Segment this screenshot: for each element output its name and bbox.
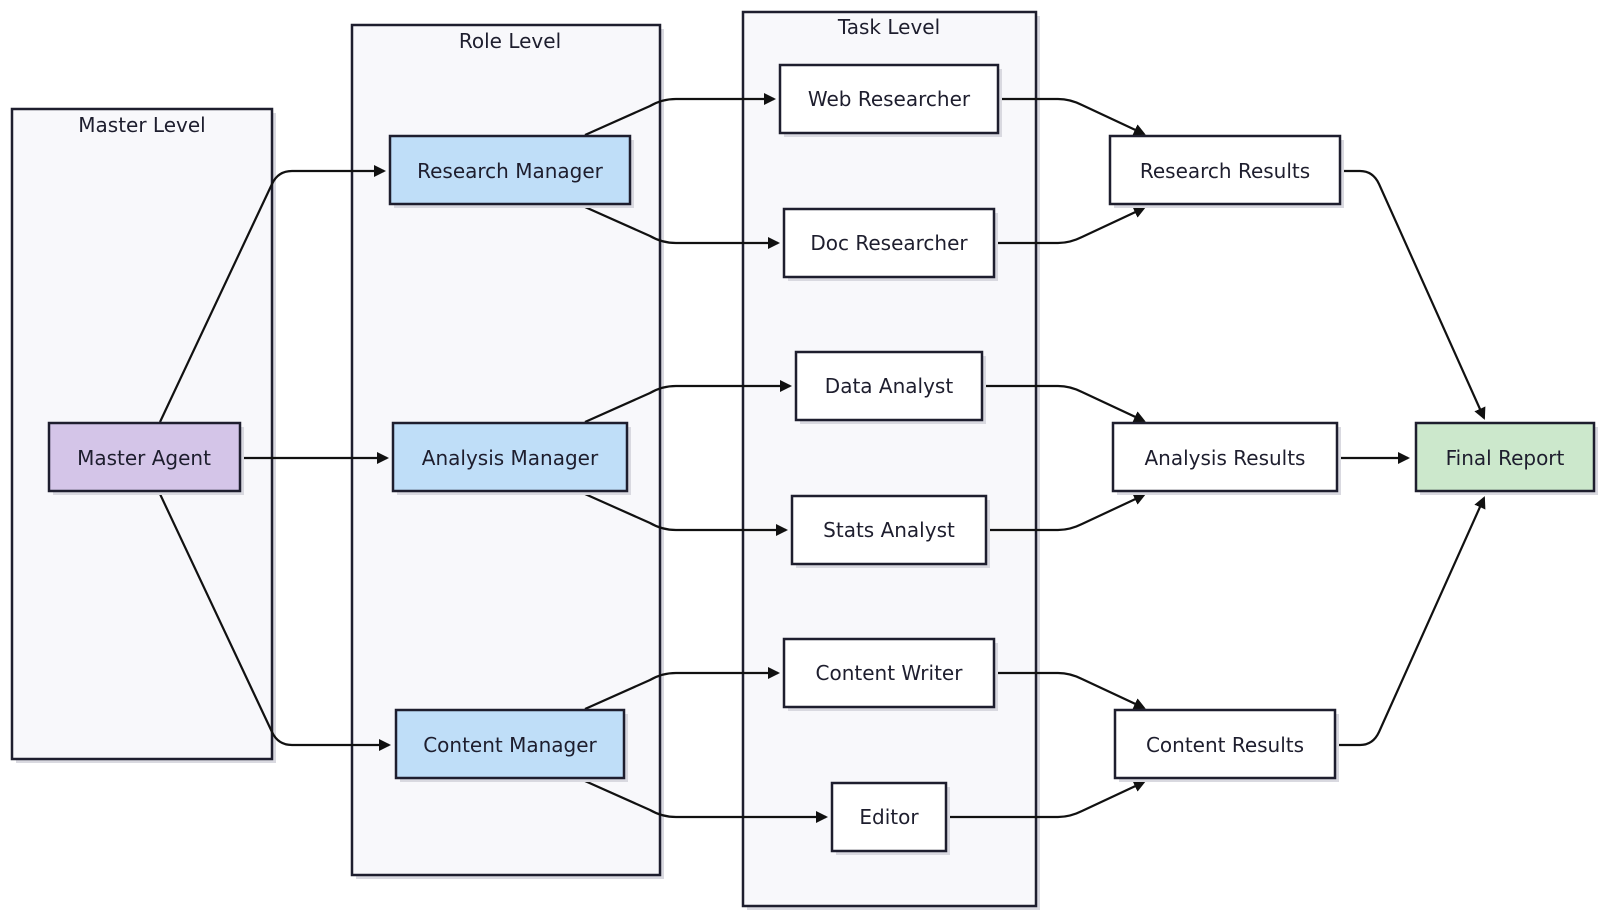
edge-research-final xyxy=(1340,169,1486,420)
node-analysis-manager-box xyxy=(391,421,629,493)
node-editor-label: Editor xyxy=(859,805,919,829)
node-analysis-manager[interactable]: Analysis Manager xyxy=(391,421,631,495)
edge-web-research-results xyxy=(998,97,1146,136)
node-research-results-label: Research Results xyxy=(1140,159,1310,183)
node-master-agent[interactable]: Master Agent xyxy=(47,421,244,495)
node-web-researcher-box xyxy=(778,63,1000,135)
edge-analysis-stats xyxy=(584,492,788,536)
node-content-writer[interactable]: Content Writer xyxy=(782,637,998,711)
node-research-manager-box xyxy=(388,134,632,206)
node-research-results[interactable]: Research Results xyxy=(1108,134,1344,208)
node-web-researcher[interactable]: Web Researcher xyxy=(778,63,1002,137)
node-content-manager-label: Content Manager xyxy=(423,733,597,757)
edge-editor-content-results xyxy=(946,780,1146,819)
node-editor[interactable]: Editor xyxy=(830,781,950,855)
node-stats-analyst[interactable]: Stats Analyst xyxy=(790,494,990,568)
group-label-task: Task Level xyxy=(837,15,940,39)
node-analysis-results[interactable]: Analysis Results xyxy=(1111,421,1341,495)
node-stats-analyst-box xyxy=(790,494,988,566)
node-data-analyst[interactable]: Data Analyst xyxy=(794,350,986,424)
edge-content-writer xyxy=(584,667,780,711)
edge-research-doc xyxy=(584,205,780,249)
edge-content-final xyxy=(1335,496,1486,747)
edge-doc-research-results xyxy=(994,206,1146,245)
nodes: Master Agent Research Manager Analysis M… xyxy=(47,63,1598,855)
edge-data-analysis-results xyxy=(982,384,1146,423)
group-label-master: Master Level xyxy=(78,113,205,137)
node-content-manager-box xyxy=(394,708,626,780)
node-content-results-box xyxy=(1113,708,1337,780)
node-analysis-manager-label: Analysis Manager xyxy=(422,446,599,470)
edge-master-content xyxy=(159,493,391,751)
edges xyxy=(159,93,1486,823)
node-doc-researcher-label: Doc Researcher xyxy=(810,231,968,255)
node-final-report[interactable]: Final Report xyxy=(1414,421,1598,495)
node-doc-researcher-box xyxy=(782,207,996,279)
node-content-manager[interactable]: Content Manager xyxy=(394,708,628,782)
group-task-level: Task Level xyxy=(741,10,1040,910)
edge-writer-content-results xyxy=(994,671,1146,710)
node-analysis-results-box xyxy=(1111,421,1339,493)
node-data-analyst-label: Data Analyst xyxy=(825,374,954,398)
node-data-analyst-box xyxy=(794,350,984,422)
node-master-agent-box xyxy=(47,421,242,493)
node-final-report-label: Final Report xyxy=(1446,446,1565,470)
node-analysis-results-label: Analysis Results xyxy=(1145,446,1306,470)
edge-research-web xyxy=(584,93,776,137)
edge-master-research xyxy=(159,165,386,423)
node-research-manager-label: Research Manager xyxy=(417,159,604,183)
node-content-writer-box xyxy=(782,637,996,709)
node-research-results-box xyxy=(1108,134,1342,206)
node-web-researcher-label: Web Researcher xyxy=(808,87,971,111)
edge-stats-analysis-results xyxy=(986,493,1146,532)
node-content-results[interactable]: Content Results xyxy=(1113,708,1339,782)
node-editor-box xyxy=(830,781,948,853)
group-label-role: Role Level xyxy=(459,29,561,53)
node-doc-researcher[interactable]: Doc Researcher xyxy=(782,207,998,281)
node-content-results-label: Content Results xyxy=(1146,733,1304,757)
node-content-writer-label: Content Writer xyxy=(816,661,964,685)
node-master-agent-label: Master Agent xyxy=(77,446,211,470)
node-final-report-box xyxy=(1414,421,1596,493)
edge-content-editor xyxy=(584,779,828,823)
node-research-manager[interactable]: Research Manager xyxy=(388,134,634,208)
edge-analysis-data xyxy=(584,380,792,424)
node-stats-analyst-label: Stats Analyst xyxy=(823,518,955,542)
